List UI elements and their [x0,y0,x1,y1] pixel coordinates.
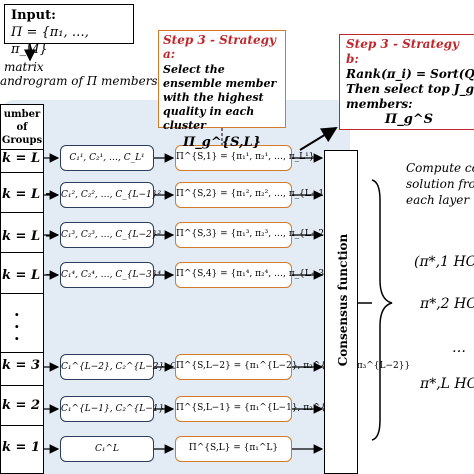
hcas-result: π*,2 HCAS [420,296,474,312]
cluster-box: C₁^{L−1}, C₂^{L−1} [60,396,164,422]
row-label: k = 2 [2,398,40,413]
strategy-a-body: Select the ensemble member with the high… [163,63,277,132]
strategy-a-box: Step 3 - Strategy a: Select the ensemble… [158,30,286,150]
row-divider [0,212,44,213]
strategy-b-formula: Π_g^S [384,112,434,127]
row-label: k = L [2,151,41,166]
strategy-b-rank: Rank(π_i) = Sort(Qu [346,67,474,81]
row-divider [0,293,44,294]
dendrogram-note: androgram of Π members [0,74,158,88]
row-divider [0,385,44,386]
compute-line2: solution fro [406,177,474,191]
matrix-note: matrix [4,60,44,74]
partition-box: Π^{S,L} = {π₁^L} [175,436,292,462]
groups-header-line1: umber of [3,109,41,133]
strategy-a-formula: Π_g^{S,L} [182,135,262,150]
row-divider [0,425,44,426]
input-label: Input: [11,8,56,23]
compute-line1: Compute co [406,161,474,175]
cluster-box: C₁², C₂², …, C_{L−1}² [60,182,161,208]
input-box: Input: Π = {π₁, …, π_M} [4,4,134,57]
compute-note: Compute co solution fro each layer [406,160,474,208]
groups-header: umber of Groups [0,104,44,150]
compute-line3: each layer [406,193,470,207]
hcas-result: … [452,340,466,356]
partition-box: Π^{S,4} = {π₁⁴, π₂⁴, …, π_{L−3}⁴} [175,262,339,288]
strategy-b-box: Step 3 - Strategy b: Rank(π_i) = Sort(Qu… [339,34,474,130]
row-label: k = 3 [2,358,40,373]
cluster-box: C₁^L [60,436,154,462]
partition-box: Π^{S,3} = {π₁³, π₂³, …, π_{L−2}³} [175,222,339,248]
strategy-a-title: Step 3 - Strategy a: [163,33,276,61]
cluster-box: C₁¹, C₂¹, …, C_L¹ [60,145,154,171]
cluster-box: C₁³, C₂³, …, C_{L−2}³ [60,222,161,248]
vertical-ellipsis: ... [14,301,20,344]
hcas-result: (π*,1 HCAS [414,254,474,270]
cluster-box: C₁⁴, C₂⁴, …, C_{L−3}⁴ [60,262,161,288]
strategy-b-title: Step 3 - Strategy b: [346,37,459,66]
row-divider [0,172,44,173]
strategy-b-select: Then select top J_g ense [346,82,474,96]
row-divider [0,352,44,353]
strategy-b-members: members: [346,97,413,111]
partition-box: Π^{S,1} = {π₁¹, π₂¹, …, π_L¹} [175,145,314,171]
hcas-result: π*,L HCAS [420,376,474,392]
partition-box: Π^{S,L−1} = {π₁^{L−1}, π₂^{L−1}} [175,396,357,422]
partition-box: Π^{S,2} = {π₁², π₂², …, π_{L−1}²} [175,182,339,208]
cluster-box: C₁^{L−2}, C₂^{L−2}, C₃^{L−2} [60,354,219,380]
groups-header-line2: Groups [1,135,43,146]
input-value: Π = {π₁, …, π_M} [11,25,89,57]
row-divider [0,252,44,253]
row-label: k = 1 [2,440,40,455]
